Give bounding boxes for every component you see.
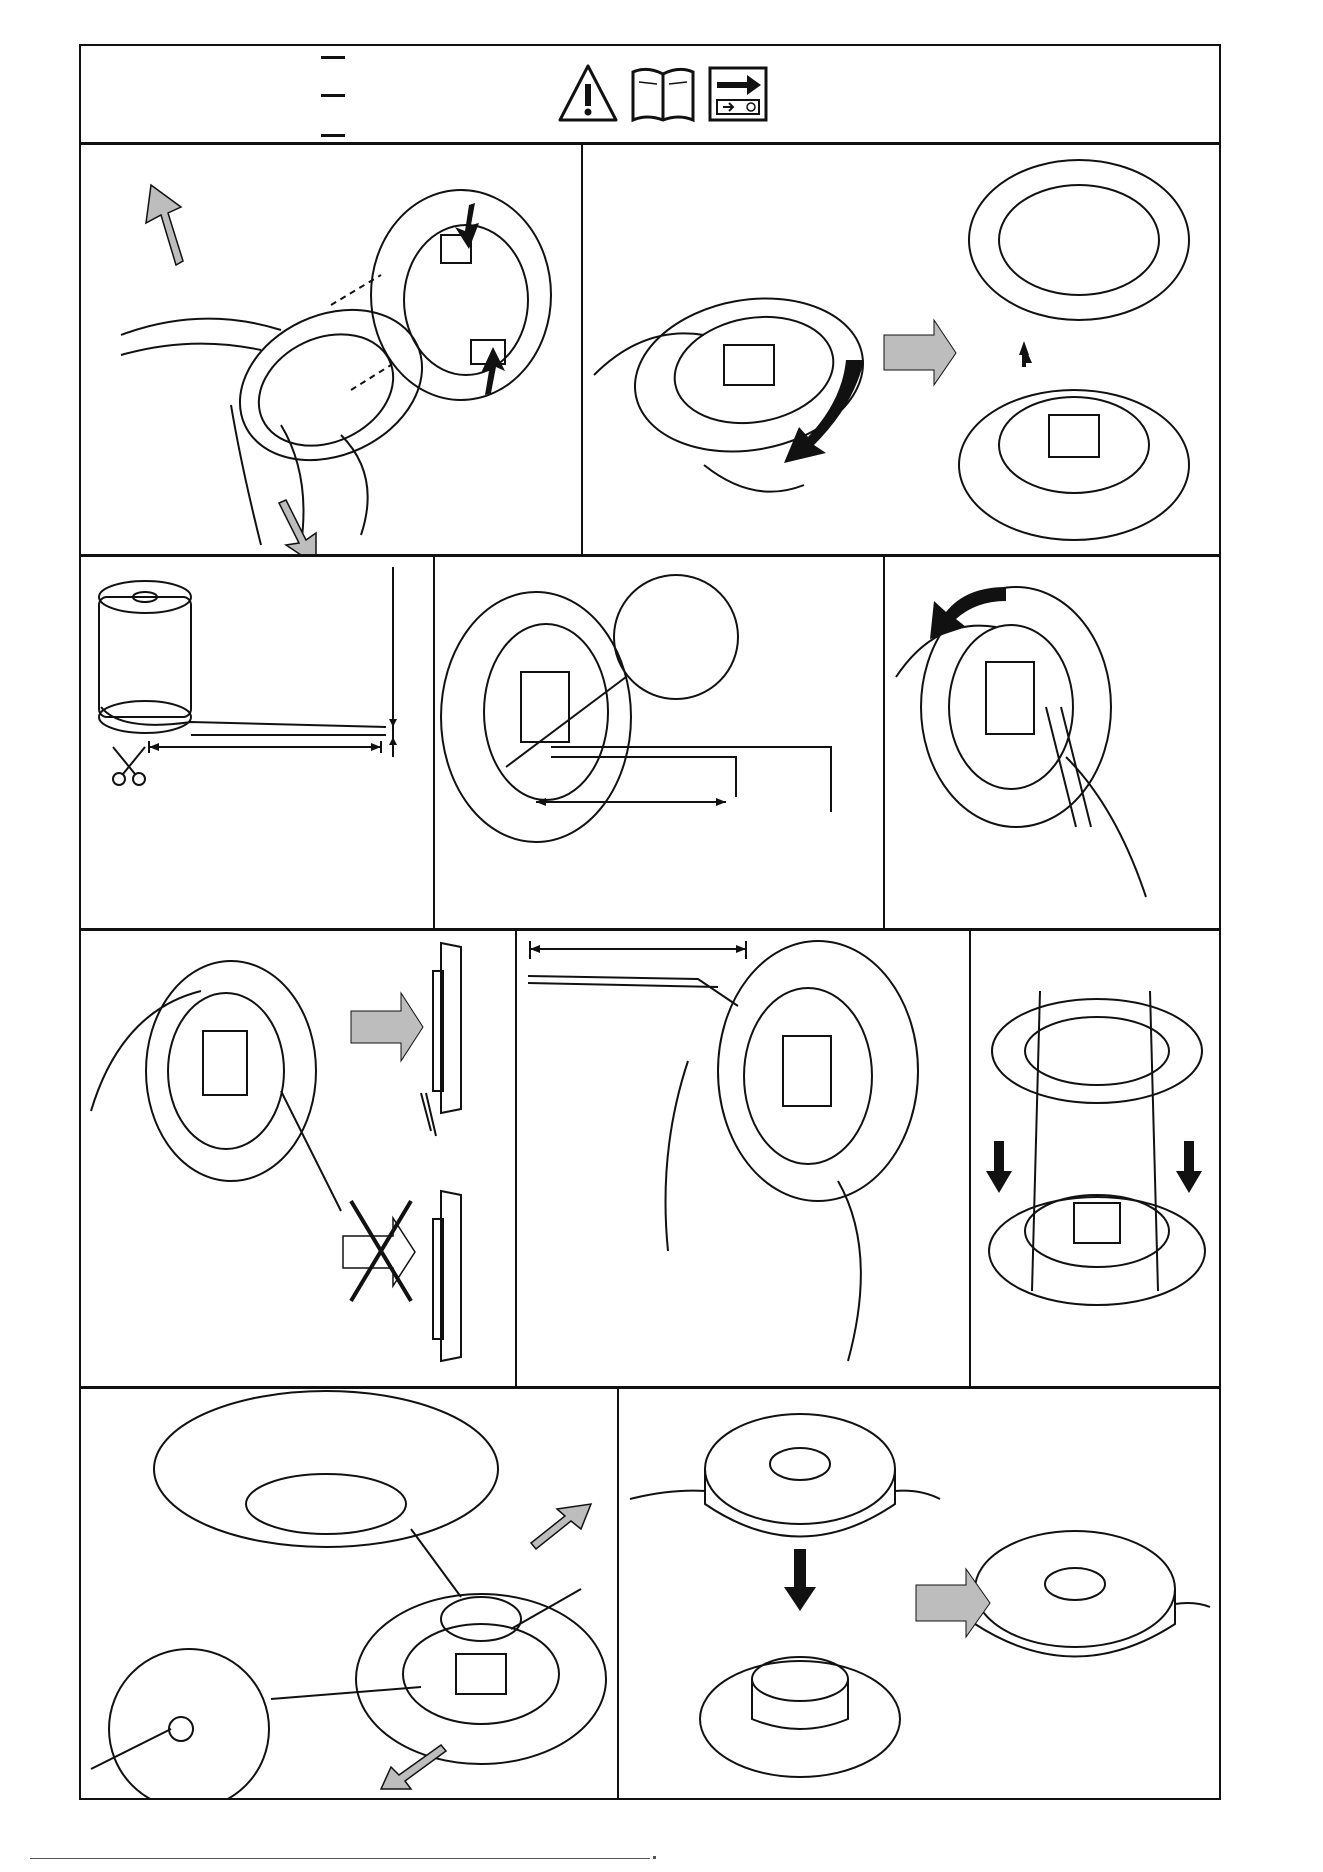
step-2-illustration bbox=[584, 145, 1219, 554]
divider bbox=[433, 554, 435, 928]
divider bbox=[883, 554, 885, 928]
instruction-sheet bbox=[79, 44, 1221, 1800]
step-9-illustration bbox=[81, 1389, 617, 1800]
header-symbols bbox=[557, 62, 797, 130]
step-5-illustration bbox=[886, 557, 1219, 928]
revision-marks bbox=[321, 56, 351, 136]
step-8-illustration bbox=[972, 931, 1219, 1386]
divider bbox=[515, 928, 517, 1386]
step-7-illustration bbox=[518, 931, 969, 1386]
mark bbox=[321, 134, 345, 137]
step-1-illustration bbox=[81, 145, 581, 554]
reference-arrow-icon bbox=[707, 62, 769, 126]
step-6-illustration bbox=[81, 931, 515, 1386]
warning-triangle-icon bbox=[557, 62, 619, 126]
step-10-illustration bbox=[620, 1389, 1219, 1800]
step-4-illustration bbox=[436, 557, 883, 928]
mark bbox=[321, 94, 345, 97]
divider bbox=[969, 928, 971, 1386]
divider bbox=[581, 142, 583, 554]
divider bbox=[617, 1386, 619, 1800]
footer-rule bbox=[30, 1858, 650, 1859]
mark bbox=[321, 56, 345, 59]
step-3-illustration bbox=[81, 557, 433, 928]
manual-book-icon bbox=[629, 62, 697, 126]
